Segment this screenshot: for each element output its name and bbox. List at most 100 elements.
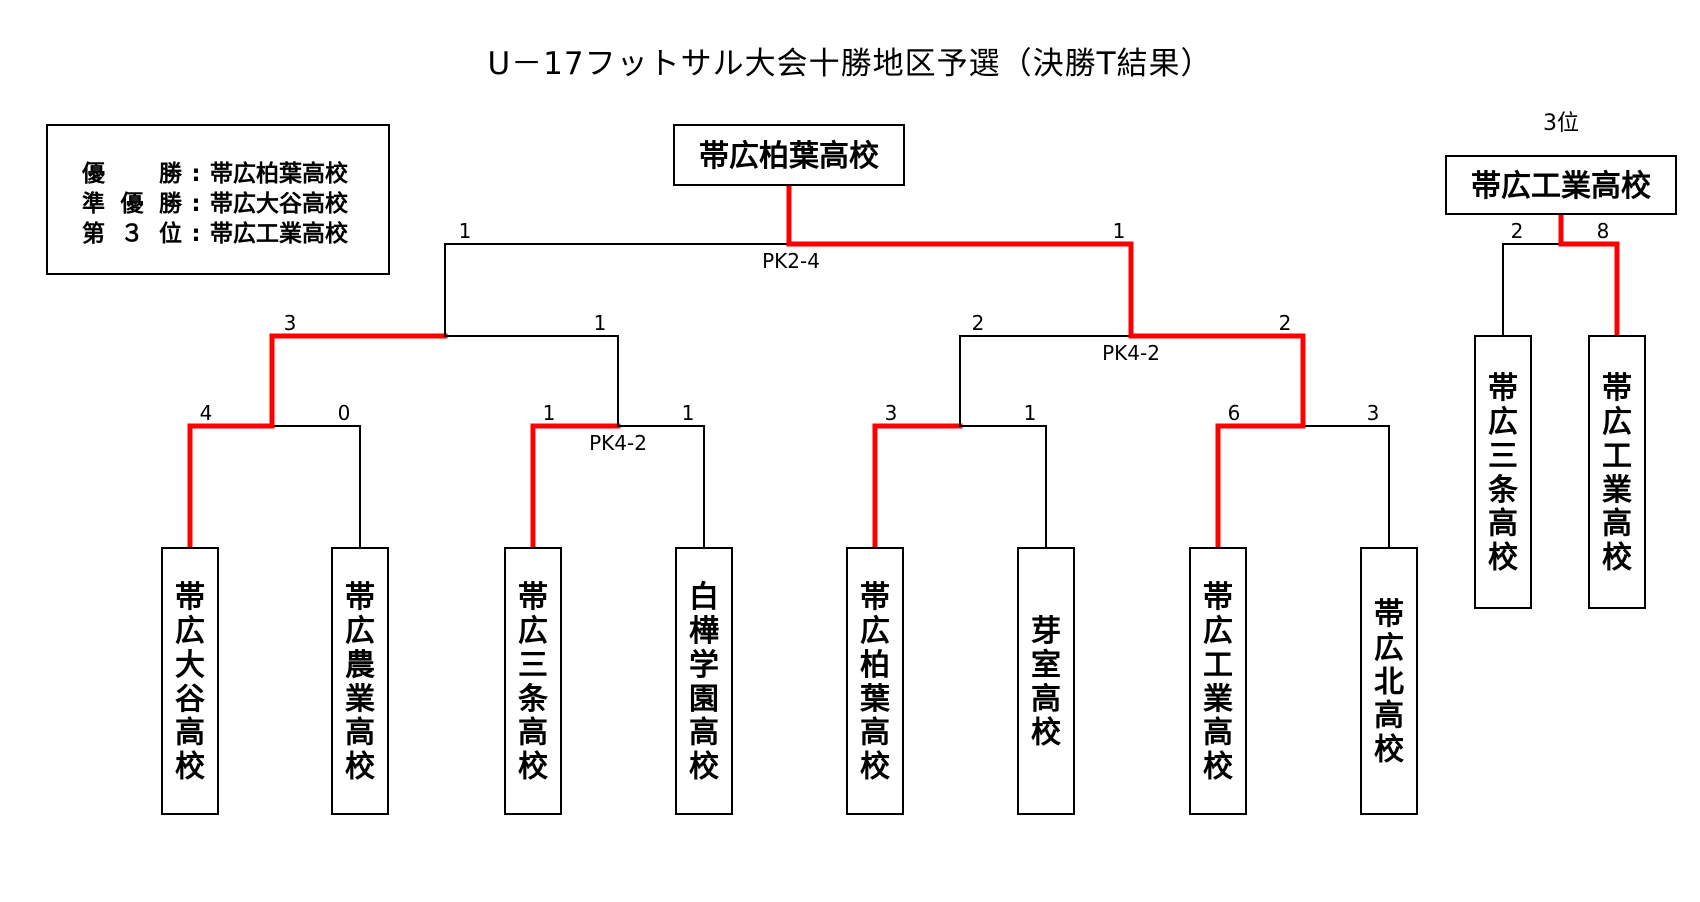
score-label: 8	[1597, 219, 1610, 243]
team-name: 校	[860, 750, 890, 785]
summary-row-runner-up: 準優勝: 帯広大谷高校	[82, 184, 348, 218]
third-team-name: 広	[1488, 405, 1518, 440]
team-name: 学	[689, 648, 719, 683]
summary-school: 帯広工業高校	[210, 221, 348, 247]
third-team-name: 工	[1602, 439, 1632, 474]
pk-label: PK4-2	[1102, 341, 1160, 365]
summary-label: 準優勝	[82, 191, 182, 217]
summary-row-winner: 優 勝: 帯広柏葉高校	[82, 154, 348, 188]
team-name: 高	[518, 716, 548, 751]
team-name: 広	[345, 614, 375, 649]
score-label: 1	[1024, 401, 1037, 425]
team-name: 高	[689, 716, 719, 751]
summary-colon: :	[191, 161, 201, 187]
summary-school: 帯広大谷高校	[210, 191, 348, 217]
team-box	[1017, 547, 1075, 815]
team-name: 校	[1374, 733, 1404, 768]
team-name: 白	[689, 580, 719, 615]
pk-label: PK4-2	[589, 431, 647, 455]
team-name: 帯	[175, 580, 205, 615]
third-team-name: 校	[1602, 541, 1632, 576]
third-team-name: 帯	[1602, 371, 1632, 406]
third-team-name: 校	[1488, 541, 1518, 576]
score-label: 2	[1511, 219, 1524, 243]
summary-school: 帯広柏葉高校	[210, 161, 348, 187]
team-name: 帯	[518, 580, 548, 615]
team-name: 校	[1203, 750, 1233, 785]
score-label: 2	[1279, 311, 1292, 335]
score-label: 3	[284, 311, 297, 335]
team-name: 業	[345, 682, 375, 717]
team-name: 条	[518, 682, 548, 717]
team-name: 帯	[860, 580, 890, 615]
pk-label: PK2-4	[762, 249, 820, 273]
team-box	[1360, 547, 1418, 815]
summary-colon: :	[191, 191, 201, 217]
team-box	[331, 547, 389, 815]
team-name: 校	[345, 750, 375, 785]
team-name: 校	[1031, 716, 1061, 751]
champion-label: 帯広柏葉高校	[699, 139, 879, 174]
third-place-winner-box	[1445, 155, 1677, 215]
team-name: 高	[860, 716, 890, 751]
score-label: 3	[885, 401, 898, 425]
team-box	[1189, 547, 1247, 815]
team-name: 高	[1031, 682, 1061, 717]
team-name: 広	[860, 614, 890, 649]
score-label: 1	[459, 219, 472, 243]
score-label: 6	[1228, 401, 1241, 425]
third-place-heading: 3位	[1543, 111, 1579, 136]
score-label: 1	[682, 401, 695, 425]
summary-colon: :	[191, 221, 201, 247]
third-team-name: 業	[1602, 473, 1632, 508]
score-label: 1	[1113, 219, 1126, 243]
page-title: U－17フットサル大会十勝地区予選（決勝T結果）	[487, 46, 1213, 82]
third-team-name: 広	[1602, 405, 1632, 440]
team-name: 広	[518, 614, 548, 649]
team-name: 工	[1203, 648, 1233, 683]
team-name: 高	[345, 716, 375, 751]
team-box	[846, 547, 904, 815]
third-team-name: 高	[1488, 507, 1518, 542]
summary-row-third: 第３位: 帯広工業高校	[82, 214, 348, 248]
third-team-name: 条	[1488, 473, 1518, 508]
result-summary-box: 優 勝: 帯広柏葉高校 準優勝: 帯広大谷高校 第３位: 帯広工業高校	[46, 124, 390, 275]
team-name: 室	[1031, 648, 1061, 683]
team-name: 広	[1203, 614, 1233, 649]
score-label: 4	[200, 401, 213, 425]
team-name: 校	[518, 750, 548, 785]
summary-label: 優 勝	[82, 161, 182, 187]
team-box	[1474, 335, 1532, 609]
team-name: 高	[175, 716, 205, 751]
team-box	[161, 547, 219, 815]
summary-label: 第３位	[82, 221, 182, 247]
score-label: 1	[543, 401, 556, 425]
score-label: 1	[594, 311, 607, 335]
team-name: 葉	[859, 682, 891, 717]
team-name: 芽	[1031, 614, 1061, 649]
third-place-winner: 帯広工業高校	[1471, 169, 1651, 204]
third-team-name: 三	[1488, 439, 1518, 474]
team-name: 帯	[1203, 580, 1233, 615]
team-name: 業	[1203, 682, 1233, 717]
third-team-name: 高	[1602, 507, 1632, 542]
third-team-name: 帯	[1488, 371, 1518, 406]
team-name: 広	[1374, 631, 1404, 666]
score-label: 3	[1367, 401, 1380, 425]
team-name: 高	[1203, 716, 1233, 751]
champion-label-box	[673, 124, 905, 186]
team-name: 帯	[1374, 597, 1404, 632]
team-box	[1588, 335, 1646, 609]
team-name: 高	[1374, 699, 1404, 734]
team-box	[675, 547, 733, 815]
team-box	[504, 547, 562, 815]
team-name: 樺	[689, 614, 719, 649]
team-name: 帯	[345, 580, 375, 615]
team-name: 谷	[175, 682, 205, 717]
team-name: 三	[518, 648, 548, 683]
team-name: 柏	[860, 648, 890, 683]
team-name: 校	[689, 750, 719, 785]
team-name: 園	[689, 682, 719, 717]
team-name: 北	[1374, 665, 1404, 700]
